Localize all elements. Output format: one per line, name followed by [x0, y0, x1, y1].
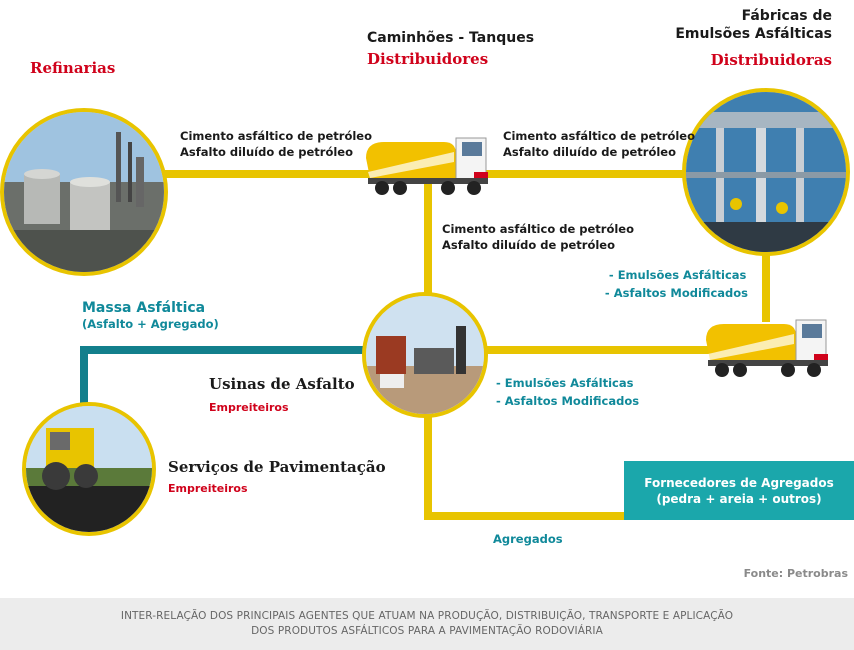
line-fabrica-truck2: [762, 236, 770, 322]
caption-footer: INTER-RELAÇÃO DOS PRINCIPAIS AGENTES QUE…: [0, 598, 854, 650]
fornecedores-line1: Fornecedores de Agregados: [644, 475, 834, 490]
line-agregados-fornecedores: [424, 512, 630, 520]
caminhoes-title: Caminhões - Tanques: [367, 30, 535, 46]
fornecedores-box: Fornecedores de Agregados (pedra + areia…: [624, 461, 854, 520]
refinarias-title: Refinarias: [30, 59, 116, 77]
fabricas-block: Fábricas de Emulsões Asfálticas Distribu…: [675, 7, 832, 69]
tank-truck-icon: [366, 137, 488, 195]
tank-truck-icon: [706, 319, 828, 377]
caminhoes-subtitle: Distribuidores: [367, 50, 489, 68]
fabricas-title-line1: Fábricas de: [741, 8, 832, 24]
refinaria-image: [0, 108, 168, 276]
flow-label-line: Asfalto diluído de petróleo: [442, 238, 616, 252]
flow-truck-usina-label: Cimento asfáltico de petróleo Asfalto di…: [442, 221, 634, 253]
flow-label-line: Cimento asfáltico de petróleo: [180, 129, 373, 143]
line-truck-usina: [424, 174, 432, 298]
caption-line1: INTER-RELAÇÃO DOS PRINCIPAIS AGENTES QUE…: [120, 610, 734, 622]
agregados-label: Agregados: [493, 532, 563, 546]
servicos-image: [22, 402, 156, 536]
servicos-subtitle: Empreiteiros: [168, 482, 248, 495]
source-credit: Fonte: Petrobras: [743, 567, 848, 580]
flow-label-line: Cimento asfáltico de petróleo: [503, 129, 696, 143]
massa-title: Massa Asfáltica: [82, 300, 206, 316]
usinas-subtitle: Empreiteiros: [209, 401, 289, 414]
caption-line2: DOS PRODUTOS ASFÁLTICOS PARA A PAVIMENTA…: [251, 625, 603, 637]
flow-fabrica-truck2-label: - Emulsões Asfálticas - Asfaltos Modific…: [605, 266, 748, 302]
flow-label-line: Asfalto diluído de petróleo: [180, 145, 354, 159]
flow-label-line: Asfalto diluído de petróleo: [503, 145, 677, 159]
line-usina-agregados: [424, 408, 432, 520]
usinas-block: Usinas de Asfalto Empreiteiros: [209, 375, 355, 414]
line-massa-usina: [80, 346, 370, 354]
flow-label-line: - Asfaltos Modificados: [496, 394, 640, 408]
fabricas-subtitle: Distribuidoras: [710, 51, 832, 69]
line-usina-truck2: [478, 346, 718, 354]
servicos-block: Serviços de Pavimentação Empreiteiros: [168, 458, 386, 495]
flow-label-line: Cimento asfáltico de petróleo: [442, 222, 635, 236]
flow-label-line: - Emulsões Asfálticas: [496, 376, 634, 390]
flow-truck2-usina-label: - Emulsões Asfálticas - Asfaltos Modific…: [496, 374, 639, 410]
flow-label-line: - Asfaltos Modificados: [604, 286, 748, 300]
flow-refinaria-truck-label: Cimento asfáltico de petróleo Asfalto di…: [180, 128, 372, 160]
flow-label-line: - Emulsões Asfálticas: [608, 268, 747, 282]
line-massa-servicos: [80, 346, 88, 412]
fabrica-image: [682, 88, 850, 256]
fabricas-title-line2: Emulsões Asfálticas: [675, 26, 832, 42]
flow-truck-fabrica-label: Cimento asfáltico de petróleo Asfalto di…: [503, 128, 695, 160]
caminhoes-block: Caminhões - Tanques Distribuidores: [367, 30, 534, 68]
massa-subtitle: (Asfalto + Agregado): [82, 317, 219, 331]
fornecedores-line2: (pedra + areia + outros): [656, 491, 822, 506]
usina-image: [362, 292, 488, 418]
massa-block: Massa Asfáltica (Asfalto + Agregado): [82, 300, 219, 331]
servicos-title: Serviços de Pavimentação: [168, 458, 386, 476]
usinas-title: Usinas de Asfalto: [209, 375, 355, 393]
